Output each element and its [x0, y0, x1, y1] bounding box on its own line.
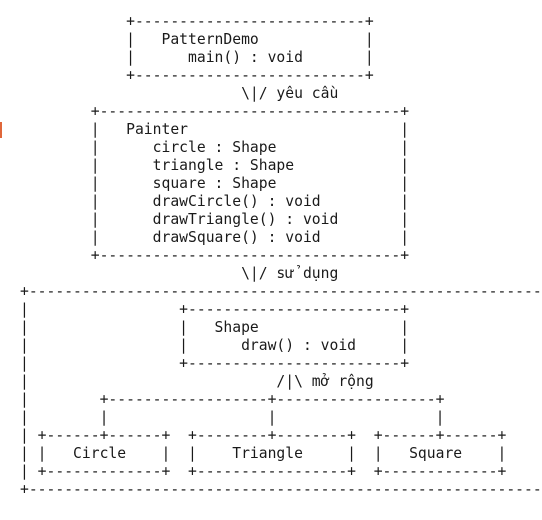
diagram-line: | drawTriangle() : void | — [20, 211, 410, 228]
diagram-line: | | draw() : void | | — [20, 337, 542, 354]
diagram-line: +---------------------------------------… — [20, 283, 542, 300]
diagram-line: | +------------------+------------------… — [20, 391, 542, 408]
diagram-line: | Painter | — [20, 121, 410, 138]
diagram-line: +--------------------------+ — [20, 67, 374, 84]
diagram-line: +--------------------------+ — [20, 13, 374, 30]
diagram-line: | +------------------------+ | — [20, 355, 542, 372]
diagram-line: | +-------------+ +-----------------+ +-… — [20, 463, 542, 480]
diagram-line: \|/ yêu cầu — [20, 85, 339, 102]
diagram-line: \|/ sử dụng — [20, 265, 339, 282]
diagram-line: | | Shape | | — [20, 319, 542, 336]
diagram-line: +----------------------------------+ — [20, 247, 410, 264]
diagram-line: | main() : void | — [20, 49, 374, 66]
diagram-line: | triangle : Shape | — [20, 157, 410, 174]
uml-ascii-diagram: +--------------------------+ | PatternDe… — [20, 13, 542, 499]
diagram-line: | drawSquare() : void | — [20, 229, 410, 246]
diagram-line: | +------------------------+ | — [20, 301, 542, 318]
diagram-line: | circle : Shape | — [20, 139, 410, 156]
diagram-line: | | Circle | | Triangle | | Square | | — [20, 445, 542, 462]
diagram-line: | square : Shape | — [20, 175, 410, 192]
diagram-line: | PatternDemo | — [20, 31, 374, 48]
diagram-line: | /|\ mở rộng | — [20, 373, 542, 390]
diagram-line: | | | | | — [20, 409, 542, 426]
diagram-line: +----------------------------------+ — [20, 103, 410, 120]
diagram-line: | drawCircle() : void | — [20, 193, 410, 210]
text-cursor-marker — [0, 122, 2, 138]
diagram-line: | +------+------+ +--------+--------+ +-… — [20, 427, 542, 444]
diagram-line: +---------------------------------------… — [20, 481, 542, 498]
